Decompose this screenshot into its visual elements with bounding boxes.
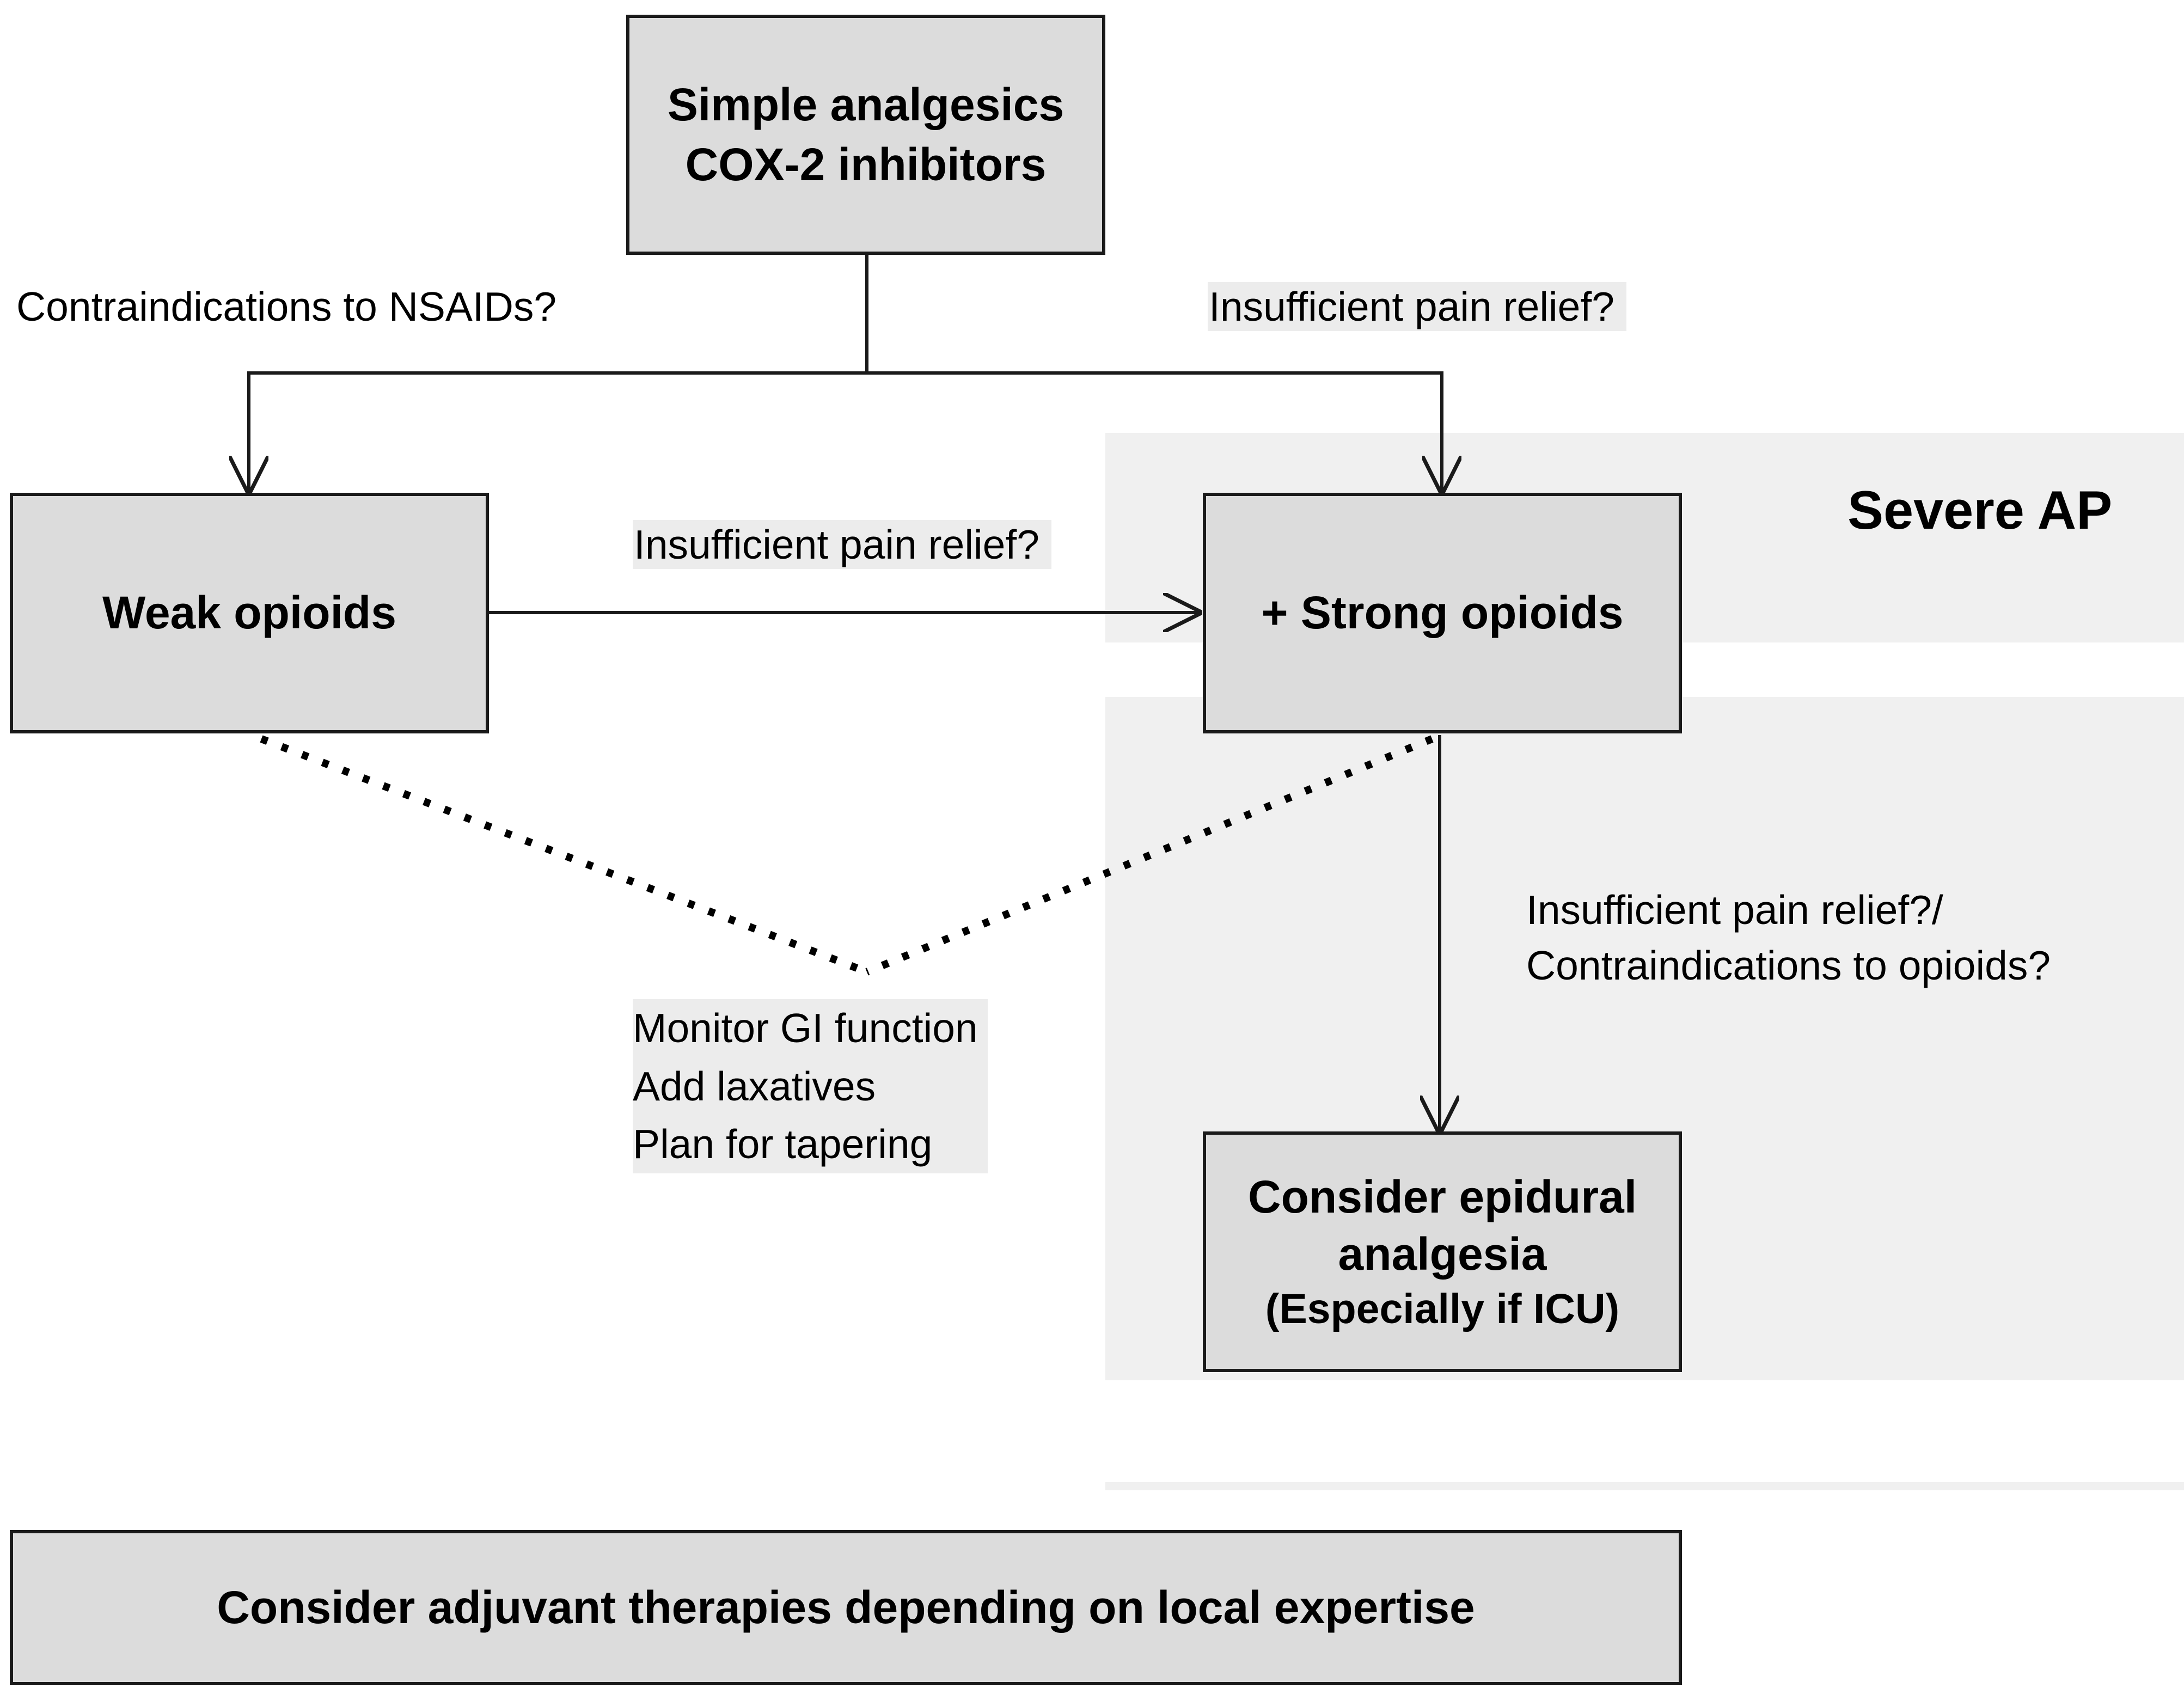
edge-weak-to-monitor-dotted xyxy=(260,735,868,976)
edge-simple-to-weak xyxy=(249,255,868,492)
node-simple-analgesics: Simple analgesics COX-2 inhibitors xyxy=(626,15,1105,255)
simple-analgesics-line-2: COX-2 inhibitors xyxy=(685,138,1047,190)
epidural-line-1: Consider epidural xyxy=(1247,1171,1637,1222)
node-strong-opioids: + Strong opioids xyxy=(1203,493,1682,733)
node-epidural: Consider epidural analgesia (Especially … xyxy=(1203,1131,1682,1372)
adjuvant-label: Consider adjuvant therapies depending on… xyxy=(217,1581,1475,1633)
label-insufficient-middle-text: Insufficient pain relief? xyxy=(633,520,1051,569)
edge-simple-to-strong xyxy=(867,371,1442,492)
label-contra-nsaids: Contraindications to NSAIDs? xyxy=(16,284,557,329)
label-monitor-line-2: Add laxatives xyxy=(633,1057,988,1115)
node-weak-opioids: Weak opioids xyxy=(10,493,489,733)
epidural-line-2: analgesia xyxy=(1338,1228,1547,1280)
label-insufficient-middle: Insufficient pain relief? xyxy=(633,520,1051,569)
label-insufficient-contra-line-1: Insufficient pain relief?/ xyxy=(1526,887,1943,933)
weak-opioids-label: Weak opioids xyxy=(102,587,396,639)
label-insufficient-top: Insufficient pain relief? xyxy=(1208,282,1626,331)
label-monitor-block: Monitor GI function Add laxatives Plan f… xyxy=(633,999,988,1173)
label-insufficient-top-text: Insufficient pain relief? xyxy=(1208,282,1626,331)
label-monitor-line-1: Monitor GI function xyxy=(633,999,988,1057)
severe-ap-title: Severe AP xyxy=(1847,480,2113,540)
edge-strong-to-monitor-dotted xyxy=(865,735,1434,976)
label-insufficient-contra-line-2: Contraindications to opioids? xyxy=(1526,943,2051,988)
epidural-line-3: (Especially if ICU) xyxy=(1265,1285,1620,1332)
simple-analgesics-line-1: Simple analgesics xyxy=(667,79,1065,131)
label-monitor-line-3: Plan for tapering xyxy=(633,1115,988,1173)
label-insufficient-contra: Insufficient pain relief?/ Contraindicat… xyxy=(1526,882,2051,993)
node-adjuvant: Consider adjuvant therapies depending on… xyxy=(10,1530,1682,1685)
strong-opioids-label: + Strong opioids xyxy=(1261,587,1624,639)
severe-ap-region-divider xyxy=(1105,1482,2184,1490)
